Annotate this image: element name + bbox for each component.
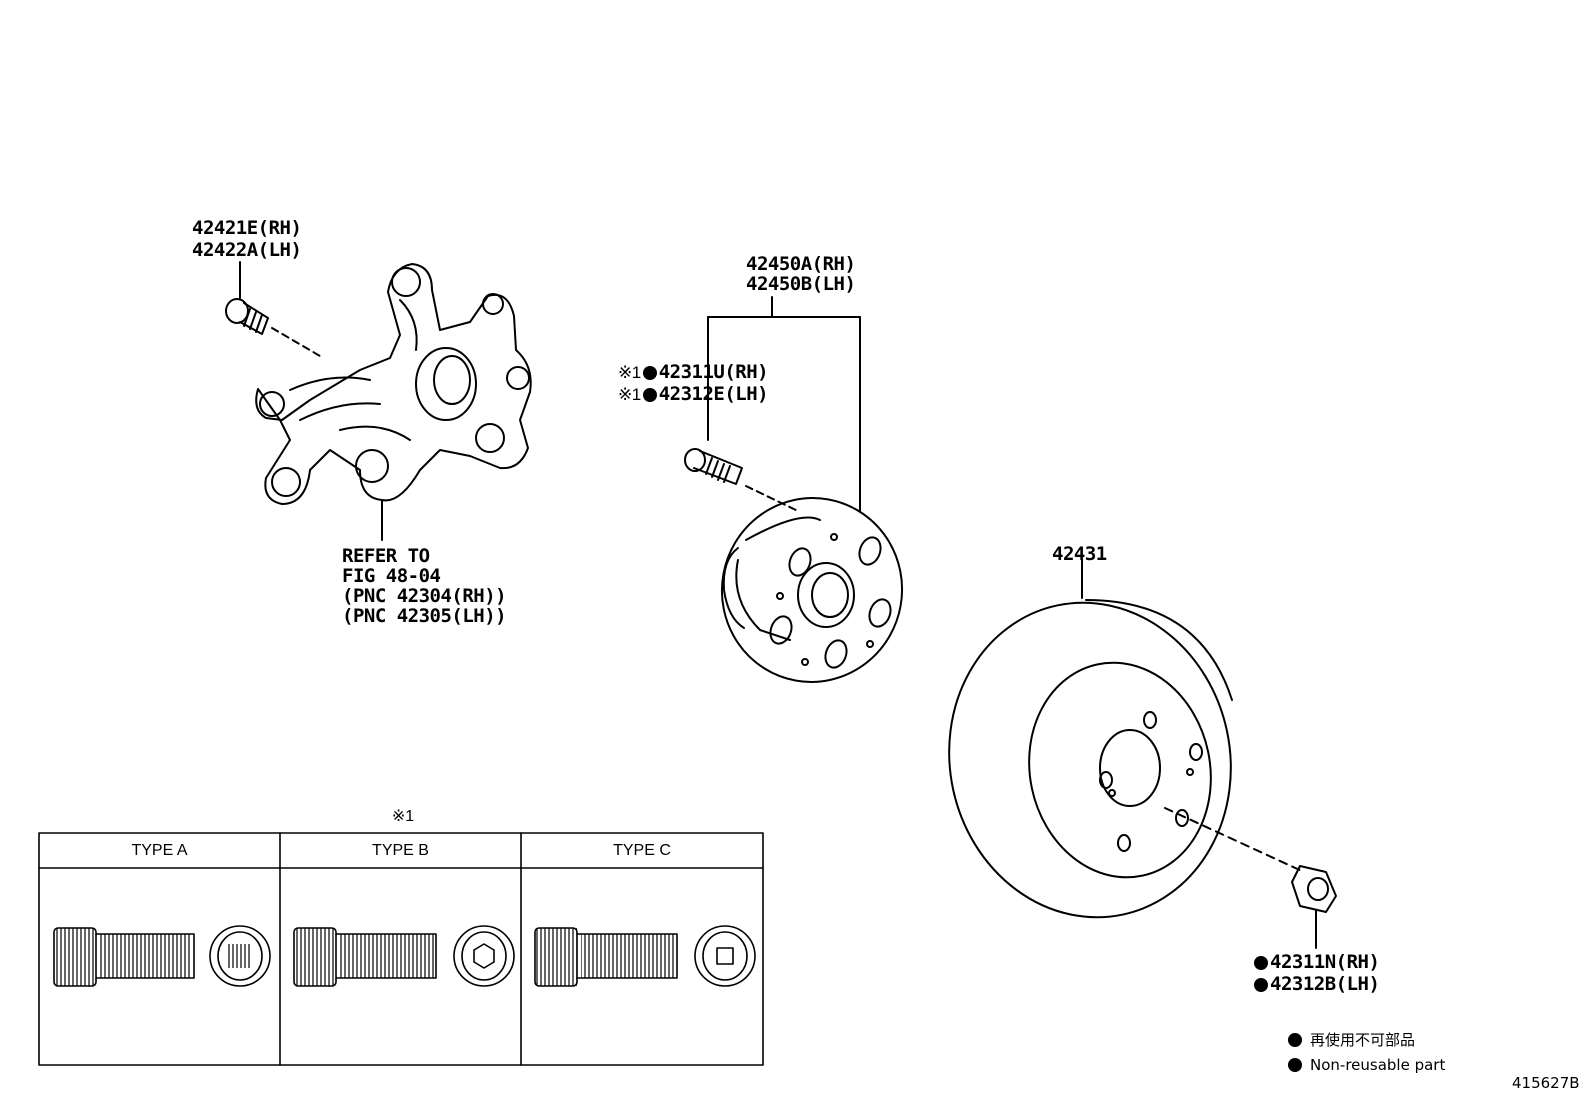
knuckle-ref-line-2: FIG 48-04 <box>342 565 441 587</box>
hub-nut-icon <box>1291 865 1337 949</box>
type-a-stud-icon <box>53 925 271 987</box>
type-c-header: TYPE C <box>613 842 671 859</box>
nut-lh-label: 42312B(LH) <box>1270 973 1380 995</box>
non-reusable-dot-icon <box>642 388 657 402</box>
bolt-lh-label: 42422A(LH) <box>192 239 302 261</box>
type-b-stud-icon <box>293 925 515 987</box>
non-reusable-dot-icon <box>1254 956 1268 970</box>
illustration-id: 415627B <box>1512 1074 1580 1092</box>
hub-rh-label: 42450A(RH) <box>746 253 856 275</box>
legend-jp-text: 再使用不可部品 <box>1310 1031 1416 1049</box>
stud-rh-row: ※1 42311U(RH) <box>618 361 769 383</box>
stud-lh-label: 42312E(LH) <box>658 383 769 405</box>
knuckle-ref-line-3: (PNC 42304(RH)) <box>342 585 507 607</box>
nut-rh-row: 42311N(RH) <box>1254 951 1380 973</box>
disc-label: 42431 <box>1052 543 1107 565</box>
bolt-rh-label: 42421E(RH) <box>192 217 302 239</box>
nut-rh-label: 42311N(RH) <box>1270 951 1380 973</box>
knuckle-bolt-icon <box>225 261 321 357</box>
brake-disc-icon <box>948 559 1305 919</box>
non-reusable-dot-icon <box>1288 1033 1302 1047</box>
hub-bracket <box>707 296 861 513</box>
stud-lh-mark: ※1 <box>618 385 641 404</box>
stud-rh-mark: ※1 <box>618 363 641 382</box>
type-table <box>38 832 764 1066</box>
knuckle-icon <box>255 263 532 541</box>
legend-jp: 再使用不可部品 <box>1288 1031 1415 1049</box>
legend-en-text: Non-reusable part <box>1310 1056 1446 1074</box>
type-table-note-mark: ※1 <box>391 808 415 825</box>
stud-lh-row: ※1 42312E(LH) <box>618 383 769 405</box>
stud-rh-label: 42311U(RH) <box>658 361 769 383</box>
non-reusable-dot-icon <box>1288 1058 1302 1072</box>
non-reusable-dot-icon <box>642 366 657 380</box>
legend-en: Non-reusable part <box>1288 1056 1445 1074</box>
nut-lh-row: 42312B(LH) <box>1254 973 1380 995</box>
type-c-stud-icon <box>534 925 756 987</box>
non-reusable-dot-icon <box>1254 978 1268 992</box>
hub-assembly-icon <box>720 497 904 683</box>
type-b-header: TYPE B <box>372 842 429 859</box>
type-a-header: TYPE A <box>131 842 188 859</box>
knuckle-ref-line-1: REFER TO <box>342 545 430 567</box>
hub-lh-label: 42450B(LH) <box>746 273 856 295</box>
knuckle-ref-line-4: (PNC 42305(LH)) <box>342 605 507 627</box>
hub-bolt-icon <box>684 448 801 513</box>
